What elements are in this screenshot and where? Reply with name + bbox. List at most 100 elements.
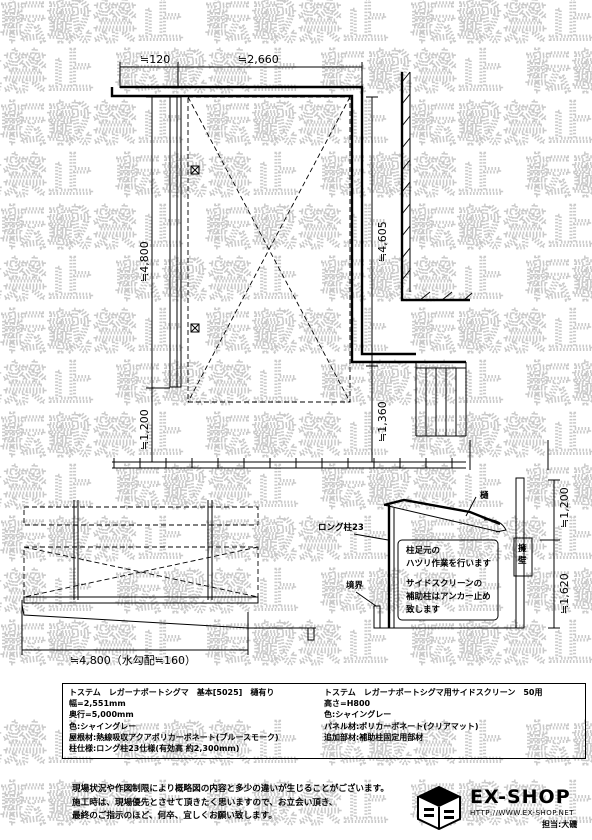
note-post-line-2: ハツリ作業を行います	[406, 558, 492, 569]
watermark-text: 転載禁止	[0, 617, 184, 671]
watermark-text: 転載禁止	[0, 717, 94, 771]
watermark-text: 転載禁止	[410, 97, 592, 151]
elevation-view: ≒4,800（水勾配≒160） 樋 ロング柱23 柱足元の ハツリ作業を行います…	[21, 477, 571, 667]
watermark-text: 転載禁止	[410, 617, 592, 671]
watermark-text: 転載禁止	[0, 357, 94, 411]
watermark-text: 転載禁止	[525, 357, 592, 411]
spec-screen-height: 高さ=H800	[324, 699, 371, 709]
retaining-wall	[515, 477, 525, 629]
watermark-text: 転載禁止	[0, 201, 184, 255]
watermark-text: 転載禁止	[320, 717, 504, 771]
label-boundary: 境界	[346, 580, 364, 591]
watermark-text: 転載禁止	[0, 305, 184, 359]
elevation-dim-lower: ≒1,620	[558, 573, 571, 614]
label-wall-char-2: 壁	[518, 555, 527, 566]
logo-staff: 担当:大磯	[542, 820, 578, 829]
carport-roof-profile	[383, 498, 501, 526]
watermark-text: 転載禁止	[115, 149, 299, 203]
watermark-text: 転載禁止	[205, 617, 389, 671]
spec-carport-post: 柱仕様:ロング柱23仕様(有効高 約2,300mm)	[69, 744, 240, 754]
plan-dim-left-bottom: ≒1,200	[138, 409, 151, 450]
spec-column-screen: トステム レガーナポートシグマ用サイドスクリーン 50用 高さ=H800 色:シ…	[324, 687, 579, 755]
logo-name: EX-SHOP	[470, 786, 571, 808]
right-building-hatch	[401, 71, 473, 301]
watermark-text: 転載禁止	[525, 461, 592, 515]
spec-carport-width: 幅=2,551mm	[69, 699, 126, 709]
note-screen-line-1: サイドスクリーンの	[406, 578, 482, 589]
gutter-profile	[483, 519, 507, 533]
spec-table: トステム レガーナポートシグマ 基本[5025] 樋有り 幅=2,551mm 奥…	[62, 683, 586, 759]
plan-dim-top-left: ≒120	[140, 53, 170, 66]
elevation-dim-upper: ≒1,200	[558, 487, 571, 528]
spec-carport-depth: 奥行=5,000mm	[69, 710, 134, 720]
logo-url: HTTP://WWW.EX-SHOP.NET	[470, 809, 575, 817]
watermark-text: 転載禁止	[0, 565, 94, 619]
watermark-text: 転載禁止	[205, 97, 389, 151]
watermark-text: 転載禁止	[205, 0, 389, 49]
plan-dim-right-main: ≒4,605	[376, 221, 389, 262]
watermark-text: 転載禁止	[0, 0, 184, 49]
label-gutter: 樋	[480, 490, 489, 501]
note-post-line-1: 柱足元の	[406, 545, 440, 556]
carport-roof-outline	[187, 96, 351, 403]
watermark-text: 転載禁止	[0, 777, 184, 831]
watermark-text: 転載禁止	[115, 717, 299, 771]
watermark-text: 転載禁止	[0, 149, 94, 203]
watermark-text: 転載禁止	[525, 149, 592, 203]
roof-diagonal-2	[187, 96, 351, 403]
spec-carport-roof: 屋根材:熱線吸収アクアポリカーボネート(ブルースモーク)	[69, 732, 279, 742]
watermark-text: 転載禁止	[320, 45, 504, 99]
post-marker-upper	[190, 165, 200, 175]
spec-carport-title: トステム レガーナポートシグマ 基本[5025] 樋有り	[69, 688, 275, 697]
note-line-3: 最終のご指示のほど、何卒、宜しくお願い致します。	[72, 811, 277, 821]
note-line-1: 現場状況や作図制限により概略図の内容と多少の違いが生じることがございます。	[72, 784, 389, 794]
watermark-text: 転載禁止	[205, 777, 389, 831]
watermark-text: 転載禁止	[525, 717, 592, 771]
note-screen-line-2: 補助柱はアンカー止め	[405, 591, 491, 602]
watermark-text: 転載禁止	[525, 45, 592, 99]
watermark-text: 転載禁止	[115, 565, 299, 619]
watermark-text: 転載禁止	[410, 305, 592, 359]
watermark-text: 転載禁止	[205, 305, 389, 359]
ground-slope	[21, 604, 316, 629]
note-screen-line-3: 致します	[406, 604, 441, 615]
watermark-text: 転載禁止	[525, 565, 592, 619]
shop-logo: EX-SHOP HTTP://WWW.EX-SHOP.NET 担当:大磯	[410, 784, 590, 832]
spec-carport-color: 色:シャイングレー	[69, 721, 137, 731]
right-lower-structure	[415, 360, 467, 437]
watermark-text: 転載禁止	[205, 409, 389, 463]
watermark-text: 転載禁止	[320, 565, 504, 619]
watermark-text: 転載禁止	[115, 461, 299, 515]
plan-dim-top-right: ≒2,660	[238, 53, 279, 66]
elevation-dim-width: ≒4,800（水勾配≒160）	[70, 654, 196, 667]
spec-screen-panel: パネル材:ポリカーボネート(クリアマット)	[324, 721, 479, 731]
watermark-text: 転載禁止	[410, 0, 592, 49]
watermark-text: 転載禁止	[205, 513, 389, 567]
spec-screen-color: 色:シャイングレー	[324, 710, 392, 720]
plan-dim-left-main: ≒4,800	[138, 241, 151, 282]
watermark-text: 転載禁止	[0, 513, 184, 567]
spec-column-carport: トステム レガーナポートシグマ 基本[5025] 樋有り 幅=2,551mm 奥…	[69, 687, 324, 755]
label-long-post: ロング柱23	[318, 522, 364, 533]
watermark-text: 転載禁止	[320, 357, 504, 411]
watermark-text: 転載禁止	[205, 201, 389, 255]
watermark-text: 転載禁止	[115, 45, 299, 99]
building-wall-outer	[120, 85, 416, 356]
watermark-text: 転載禁止	[0, 253, 94, 307]
label-wall-char-1: 擁	[518, 543, 527, 554]
watermark-text: 転載禁止	[0, 461, 94, 515]
plan-boundary-ticks	[113, 458, 453, 468]
watermark-text: 転載禁止	[0, 97, 184, 151]
spec-screen-extra: 追加部材:補助柱固定用部材	[324, 732, 424, 742]
elevation-roof-top	[23, 506, 259, 526]
footer-notes: 現場状況や作図制限により概略図の内容と多少の違いが生じることがございます。 施工…	[72, 783, 402, 824]
boundary-post	[373, 605, 381, 629]
building-wall-outline	[110, 87, 416, 364]
watermark-text: 転載禁止	[0, 409, 184, 463]
watermark-text: 転載禁止	[410, 201, 592, 255]
watermark-text: 転載禁止	[115, 253, 299, 307]
retaining-wall-label-box	[513, 537, 533, 577]
cube-logo-icon	[417, 785, 461, 830]
